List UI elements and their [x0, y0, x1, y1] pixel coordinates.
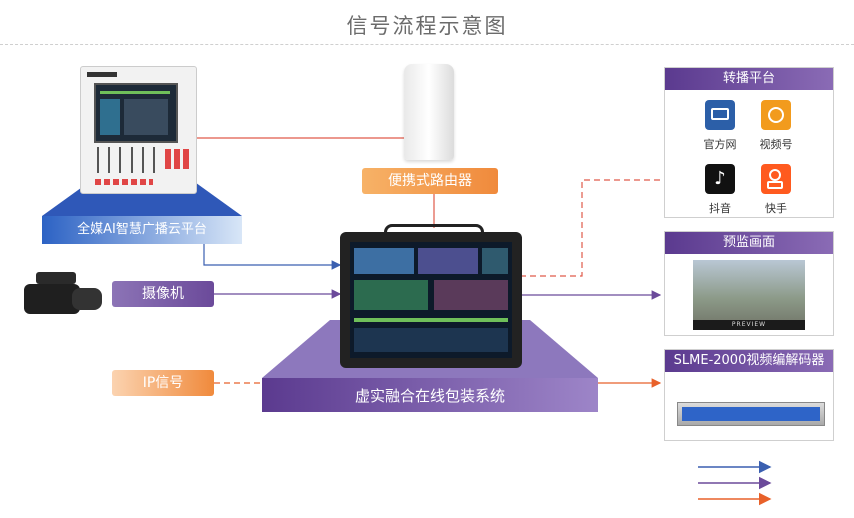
camera-icon [24, 264, 106, 322]
device-rebroadcast-line [520, 179, 660, 277]
platform-label: 全媒AI智慧广播云平台 [77, 222, 207, 237]
device-screen [350, 242, 512, 358]
wechat-channels-label: 视频号 [759, 138, 793, 151]
douyin-icon[interactable]: ♪ [705, 164, 735, 194]
preview-screen: PREVIEW [693, 260, 805, 330]
preview-screen-text: PREVIEW [693, 320, 805, 330]
mixer-bottom-buttons [95, 179, 153, 185]
mixer-logo [87, 72, 117, 77]
router-label: 便携式路由器 [362, 168, 498, 194]
wechat-channels-icon[interactable] [761, 100, 791, 130]
decoder-panel: SLME-2000视频编解码器 [664, 349, 834, 441]
website-label: 官方网 [703, 138, 737, 151]
preview-title: 预监画面 [665, 232, 833, 254]
device-handle [384, 224, 484, 237]
website-icon[interactable] [705, 100, 735, 130]
preview-panel: 预监画面 PREVIEW [664, 231, 834, 336]
decoder-device [677, 402, 825, 426]
rebroadcast-title: 转播平台 [665, 68, 833, 90]
douyin-label: 抖音 [709, 202, 731, 215]
kuaishou-label: 快手 [765, 202, 787, 215]
rebroadcast-panel: 转播平台 官方网 视频号 ♪ 抖音 快手 [664, 67, 834, 218]
portable-production-device [340, 224, 522, 368]
camera-label: 摄像机 [112, 281, 214, 307]
mixer-screen [94, 83, 178, 143]
kuaishou-icon[interactable] [761, 164, 791, 194]
decoder-title: SLME-2000视频编解码器 [665, 350, 833, 372]
ip-signal-label: IP信号 [112, 370, 214, 396]
platform-device-line [203, 244, 342, 270]
mixer-faders [97, 147, 155, 173]
mixer-buttons [165, 149, 189, 169]
page-title: 信号流程示意图 [346, 14, 508, 38]
virtual-system-label: 虚实融合在线包装系统 [354, 387, 505, 405]
router-icon [404, 64, 454, 160]
ai-mixer-device [80, 66, 197, 194]
title-divider [0, 44, 854, 45]
